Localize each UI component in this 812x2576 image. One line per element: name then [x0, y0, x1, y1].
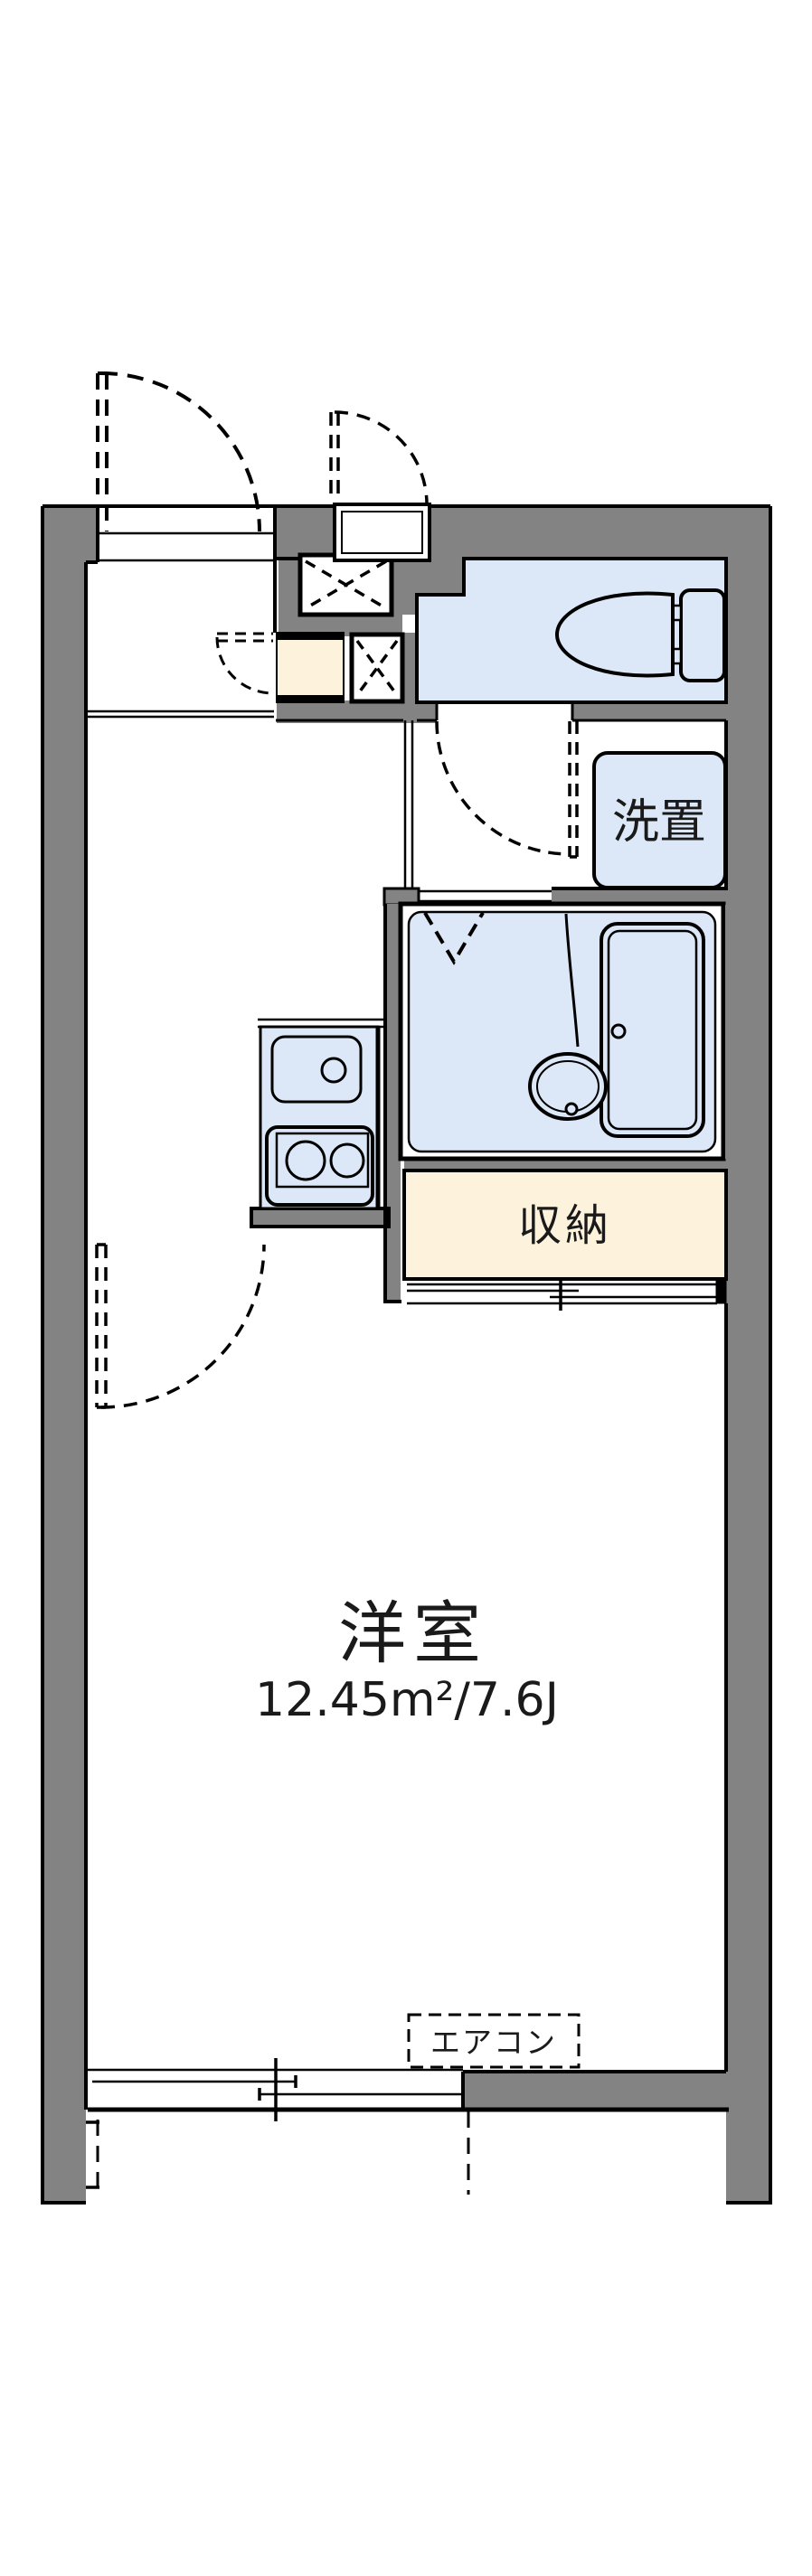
shoe-cabinet — [276, 632, 345, 703]
porch-box-inner — [341, 511, 423, 554]
cabinet-door-leaf-icon — [217, 632, 273, 643]
door-swings — [95, 371, 579, 1409]
room-door-arc-icon — [100, 1244, 266, 1409]
balcony-boundary-icon — [96, 2111, 470, 2196]
bathtub-inner-icon — [607, 929, 698, 1131]
walls — [42, 506, 770, 2203]
toilet-door-leaf-icon — [568, 721, 579, 859]
stove-burner-left-icon — [285, 1140, 326, 1181]
pipe-shaft-x-icon — [305, 559, 387, 610]
closet-door-jamb — [715, 1280, 727, 1304]
cabinet-bottom-edge — [277, 695, 344, 702]
air-conditioner: エアコン — [407, 2013, 581, 2069]
left-wall — [42, 506, 98, 2203]
kitchen-sink-icon — [270, 1035, 363, 1104]
kitchen — [259, 1025, 381, 1210]
aircon-box — [407, 2013, 581, 2069]
room-door-leaf-icon — [95, 1243, 108, 1409]
aircon-label: エアコン — [430, 2025, 557, 2060]
cabinet-top-edge — [277, 633, 344, 640]
western-room-label: 洋室 — [338, 1594, 488, 1673]
kitchen-bath-wall — [384, 904, 401, 1302]
laundry-box — [592, 751, 727, 889]
porch-door-arc-icon — [334, 410, 429, 505]
entrance-porch — [333, 503, 431, 562]
western-room-area-label: 12.45m²/7.6J — [255, 1673, 559, 1727]
laundry-label: 洗置 — [612, 795, 706, 850]
cabinet-box — [276, 632, 345, 703]
closet-label: 収納 — [518, 1200, 612, 1251]
stove-burner-right-icon — [329, 1142, 365, 1179]
laundry-space: 洗置 — [592, 751, 727, 889]
bath-folding-door-icon — [423, 911, 485, 965]
toilet-tank-icon — [679, 588, 726, 682]
porch-door-leaf-icon — [329, 412, 340, 503]
bathroom — [398, 901, 726, 1161]
toilet-wall-lines — [276, 702, 726, 722]
toilet-door-arc-icon — [435, 720, 571, 856]
toilet-bottom-wall — [572, 702, 726, 720]
bottom-wall — [463, 2072, 726, 2110]
toilet-room — [415, 557, 728, 704]
closet-box — [402, 1169, 728, 1281]
stove-inner-icon — [275, 1132, 370, 1189]
kitchen-wall-stub — [250, 1207, 391, 1228]
room-labels: 洋室 12.45m²/7.6J — [255, 1594, 559, 1727]
washbasin-drain-icon — [564, 1102, 579, 1116]
entrance-door-arc-icon — [100, 371, 261, 532]
wall-above-bath — [552, 888, 726, 905]
balcony — [96, 2111, 470, 2196]
kitchen-faucet-icon — [320, 1057, 347, 1084]
pipe-shaft2-x-icon — [355, 639, 399, 697]
bathtub-drain-icon — [610, 1023, 627, 1039]
wall-toilet-corner — [417, 559, 466, 597]
bath-partition-line — [564, 913, 580, 1048]
toilet-bowl-icon — [554, 591, 675, 678]
bath-closet-divider — [404, 1159, 726, 1170]
wall-right-of-shaft — [390, 559, 419, 615]
wall-right-of-shaft2 — [401, 633, 419, 702]
closet: 収納 — [402, 1169, 728, 1281]
right-wall — [726, 559, 770, 2203]
window-ticks — [86, 1274, 562, 2189]
cabinet-door-arc-icon — [215, 636, 274, 695]
bathtub-icon — [600, 922, 705, 1138]
washbasin-icon — [528, 1052, 608, 1121]
